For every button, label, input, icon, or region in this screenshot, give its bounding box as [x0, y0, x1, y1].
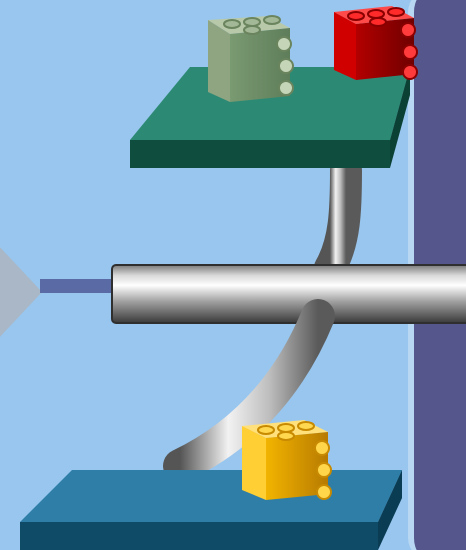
- main-axle-tube: [111, 264, 466, 324]
- green-block: [208, 15, 294, 102]
- bottom-platform: [20, 470, 402, 550]
- upper-tube: [314, 154, 362, 284]
- left-axle: [40, 279, 120, 293]
- top-platform: [130, 67, 410, 168]
- red-block: [334, 6, 418, 80]
- left-pointer: [0, 228, 42, 356]
- lower-tube: [163, 299, 335, 483]
- yellow-block: [242, 420, 332, 500]
